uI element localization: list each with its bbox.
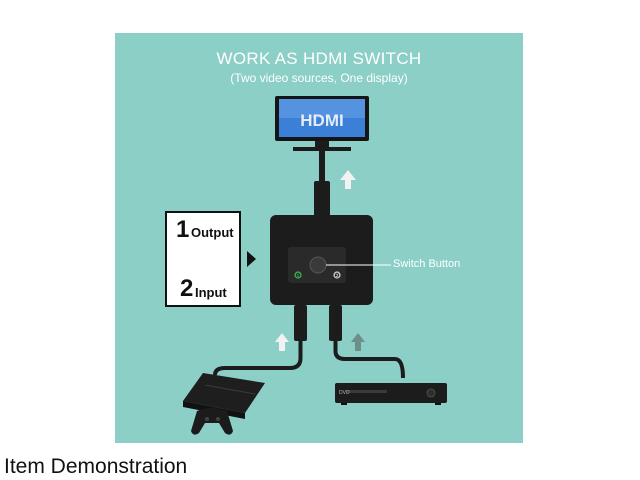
dvd-logo: DVD [339,390,350,396]
game-controller-icon [191,408,233,435]
port-2-label: ② [334,272,340,280]
legend-step-1-label: Output [191,225,234,240]
tv-logo: HDMI [300,111,343,130]
port-1-label: ① [295,272,301,280]
hdmi-switch-device [270,215,373,305]
legend-pointer-icon [247,251,256,267]
diagram-panel: HDMI [115,33,523,443]
input-cable-2 [329,305,405,379]
image-caption: Item Demonstration [4,455,188,478]
diagram-title: WORK AS HDMI SWITCH [216,49,422,68]
input-cable-1 [213,305,307,376]
port-2-indicator [333,271,341,279]
input-arrow-1-icon [275,333,289,351]
output-arrow-icon [340,170,356,189]
legend-step-2-label: Input [195,285,227,300]
dvd-player-icon: DVD [335,383,447,405]
legend-box: 1 Output 2 Input [165,211,241,307]
legend-step-2-number: 2 [180,275,194,302]
diagram-subtitle: (Two video sources, One display) [230,71,408,85]
switch-button-label: Switch Button [393,258,461,270]
tv-icon: HDMI [275,96,369,151]
output-cable [314,151,330,217]
input-arrow-2-icon [351,333,365,351]
diagram-illustration: HDMI [183,96,447,435]
legend-step-1-number: 1 [176,216,190,243]
port-1-indicator [294,271,302,279]
switch-button-icon [309,256,327,274]
